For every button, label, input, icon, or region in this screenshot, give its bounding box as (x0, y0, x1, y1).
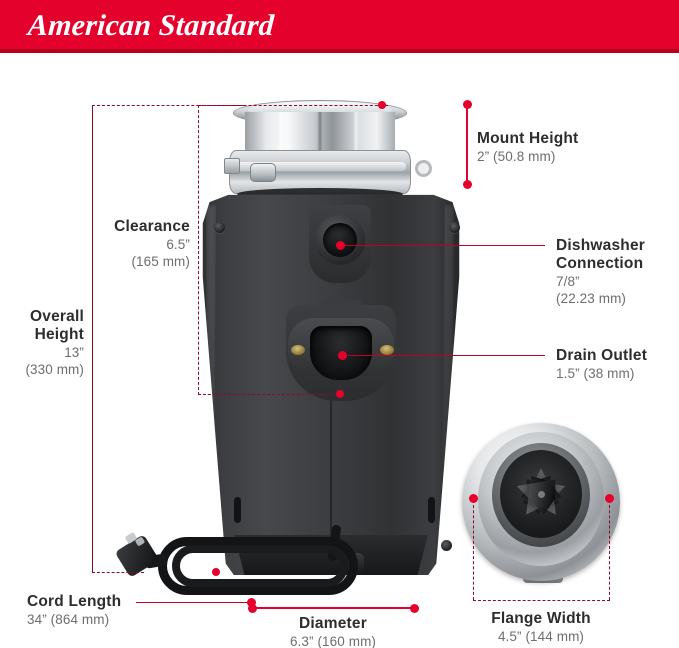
clearance-vertical-line (198, 105, 199, 395)
diameter-left-dot (248, 604, 257, 613)
cord-length-bracket-dot (212, 568, 220, 576)
brand-banner: American Standard (0, 0, 679, 53)
mount-lug (250, 163, 276, 182)
overall-height-line (92, 105, 93, 573)
clearance-value-in: 6.5” (166, 237, 190, 252)
overall-height-label: Overall Height 13” (330 mm) (0, 308, 84, 378)
cord-length-value: 34” (864 mm) (27, 612, 110, 627)
body-highlight-right (442, 205, 454, 535)
overall-height-top-tick (92, 105, 244, 106)
flange-width-right-line (609, 500, 610, 600)
flange-width-left-dot (469, 494, 478, 503)
drain-outlet-value: 1.5” (38 mm) (556, 366, 635, 381)
clearance-value-mm: (165 mm) (131, 254, 190, 269)
clearance-label: Clearance 6.5” (165 mm) (74, 218, 190, 270)
mount-height-bottom-dot (463, 180, 472, 189)
dishwasher-value-in: 7/8” (556, 274, 580, 289)
dw-inlet-bore (323, 223, 357, 257)
cord-length-leader-dot (247, 598, 256, 607)
cord-loop-inner (172, 545, 348, 587)
cord-length-label: Cord Length 34” (864 mm) (27, 593, 121, 628)
dishwasher-title: Dishwasher (556, 237, 646, 254)
flange-width-left-line (473, 500, 474, 600)
drain-outlet-label: Drain Outlet 1.5” (38 mm) (556, 347, 647, 382)
dishwasher-value-mm: (22.23 mm) (556, 291, 627, 306)
cord-length-leader-line (136, 602, 252, 603)
screw-boss-upper-left (214, 222, 225, 233)
overall-height-bottom-tick (92, 572, 144, 573)
diameter-line (252, 607, 414, 609)
vent-slot-left (234, 497, 241, 523)
overall-height-value-mm: (330 mm) (25, 362, 84, 377)
drain-outlet-leader-line (348, 355, 545, 356)
flange-width-value: 4.5” (144 mm) (497, 629, 585, 644)
flange-width-title: Flange Width (491, 610, 591, 627)
mount-height-value: 2” (50.8 mm) (477, 149, 556, 164)
banner-shadow (0, 49, 679, 53)
diameter-title: Diameter (299, 615, 367, 632)
drain-outlet-leader-dot (338, 351, 347, 360)
overall-height-value-in: 13” (64, 345, 84, 360)
diameter-label: Diameter 6.3” (160 mm) (253, 615, 413, 648)
flange-width-right-dot (605, 494, 614, 503)
mount-eyelet-icon (415, 160, 432, 177)
splash-guard (500, 450, 582, 538)
clearance-top-dot (378, 101, 386, 109)
dishwasher-connection-label: Dishwasher Connection 7/8” (22.23 mm) (556, 237, 645, 307)
flange-width-bottom-line (473, 600, 610, 601)
dishwasher-title2: Connection (556, 255, 644, 272)
drain-outlet-title: Drain Outlet (556, 347, 648, 364)
flange-width-label: Flange Width 4.5” (144 mm) (461, 610, 621, 645)
overall-height-title2: Height (34, 326, 84, 343)
body-highlight-left (206, 205, 216, 535)
banner-fill (0, 0, 679, 49)
dishwasher-leader-dot (336, 241, 345, 250)
cord-length-title: Cord Length (27, 593, 122, 610)
clearance-top-line (198, 105, 388, 106)
cord-loop-outer (158, 537, 358, 595)
diameter-value: 6.3” (160 mm) (289, 634, 377, 648)
mount-tab-left (224, 158, 240, 174)
mount-height-label: Mount Height 2” (50.8 mm) (477, 130, 578, 165)
splash-guard-center (537, 490, 545, 498)
drain-screw-left (291, 345, 305, 355)
screw-boss-upper-right (449, 222, 460, 233)
clearance-title: Clearance (114, 218, 190, 235)
screw-boss-lower-right (441, 540, 452, 551)
mount-height-line (466, 106, 468, 184)
diameter-right-dot (410, 604, 419, 613)
mount-height-title: Mount Height (477, 130, 579, 147)
drain-screw-right (380, 345, 394, 355)
body-seam (330, 380, 332, 575)
vent-slot-right (428, 497, 435, 523)
clearance-bottom-dot (336, 390, 344, 398)
mount-height-top-dot (463, 100, 472, 109)
dishwasher-leader-line (345, 245, 545, 246)
clearance-bottom-line (198, 394, 344, 395)
overall-height-title: Overall (30, 308, 84, 325)
